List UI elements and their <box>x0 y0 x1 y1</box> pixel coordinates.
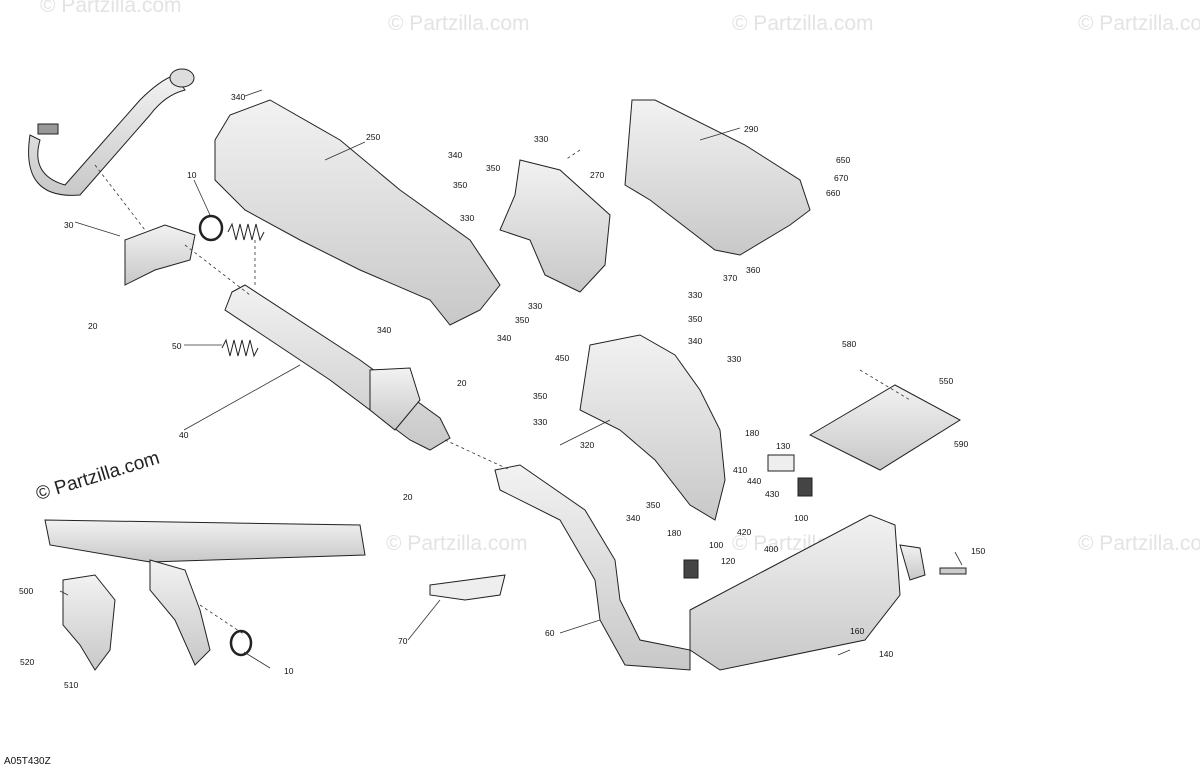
callout-label: 350 <box>688 314 702 324</box>
heat-shield-270 <box>499 159 611 293</box>
callout-label: 450 <box>555 353 569 363</box>
callout-label: 20 <box>457 378 467 388</box>
callout-label: 430 <box>765 489 779 499</box>
callout-label: 410 <box>733 465 747 475</box>
callout-label: 330 <box>528 301 542 311</box>
grommet <box>683 559 699 579</box>
gasket <box>229 629 253 657</box>
callout-label: 420 <box>737 527 751 537</box>
spring <box>227 222 265 242</box>
callout-label: 50 <box>172 341 182 351</box>
pipe-flange <box>169 68 195 88</box>
callout-label: 350 <box>646 500 660 510</box>
exhaust-manifold <box>124 224 196 286</box>
watermark: © Partzilla.com <box>386 532 528 555</box>
callout-label: 330 <box>727 354 741 364</box>
spring <box>221 338 259 358</box>
callout-label: 590 <box>954 439 968 449</box>
callout-label: 350 <box>533 391 547 401</box>
callout-label: 130 <box>776 441 790 451</box>
leader-lines <box>59 89 963 669</box>
callout-label: 340 <box>497 333 511 343</box>
callout-label: 350 <box>453 180 467 190</box>
callout-label: 500 <box>19 586 33 596</box>
lower-pipe <box>44 519 366 563</box>
o2-sensor <box>429 574 506 601</box>
callout-label: 340 <box>626 513 640 523</box>
callout-label: 10 <box>284 666 294 676</box>
heat-shield-320 <box>579 334 726 521</box>
callout-label: 290 <box>744 124 758 134</box>
callout-label: 20 <box>403 492 413 502</box>
callout-label: 180 <box>745 428 759 438</box>
guard-500 <box>62 574 116 671</box>
heat-shield <box>214 99 501 326</box>
heat-shield-290 <box>624 99 811 256</box>
callout-label: 140 <box>879 649 893 659</box>
callout-label: 350 <box>486 163 500 173</box>
pipe-clamp <box>37 123 59 135</box>
watermark: © Partzilla.com <box>1078 532 1200 555</box>
callout-label: 580 <box>842 339 856 349</box>
callout-label: 150 <box>971 546 985 556</box>
diagram-code: A05T430Z <box>4 756 51 767</box>
callout-label: 520 <box>20 657 34 667</box>
callout-label: 330 <box>688 290 702 300</box>
callout-label: 30 <box>64 220 74 230</box>
callout-label: 60 <box>545 628 555 638</box>
callout-label: 40 <box>179 430 189 440</box>
watermark: © Partzilla.com <box>388 12 530 35</box>
callout-label: 340 <box>231 92 245 102</box>
callout-label: 510 <box>64 680 78 690</box>
callout-label: 160 <box>850 626 864 636</box>
callout-label: 100 <box>709 540 723 550</box>
lower-elbow <box>149 559 211 666</box>
callout-label: 320 <box>580 440 594 450</box>
callout-label: 340 <box>377 325 391 335</box>
watermark: © Partzilla.com <box>40 0 182 17</box>
callout-label: 340 <box>448 150 462 160</box>
gasket <box>198 214 224 242</box>
grommet <box>797 477 813 497</box>
muffler-outlet <box>899 544 926 581</box>
callout-label: 340 <box>688 336 702 346</box>
callout-label: 370 <box>723 273 737 283</box>
callout-label: 550 <box>939 376 953 386</box>
bolt <box>939 567 967 575</box>
watermark: © Partzilla.com <box>1078 12 1200 35</box>
callout-label: 330 <box>534 134 548 144</box>
callout-label: 650 <box>836 155 850 165</box>
callout-label: 660 <box>826 188 840 198</box>
callout-label: 330 <box>460 213 474 223</box>
callout-label: 270 <box>590 170 604 180</box>
callout-label: 360 <box>746 265 760 275</box>
callout-label: 330 <box>533 417 547 427</box>
callout-label: 100 <box>794 513 808 523</box>
callout-label: 350 <box>515 315 529 325</box>
watermark: © Partzilla.com <box>732 12 874 35</box>
mid-pipe <box>224 284 451 451</box>
callout-label: 10 <box>187 170 197 180</box>
callout-label: 670 <box>834 173 848 183</box>
guide-lines <box>94 149 911 636</box>
front-pipe <box>28 74 186 196</box>
callout-label: 70 <box>398 636 408 646</box>
muffler <box>689 514 901 671</box>
heat-shield-550 <box>808 384 961 471</box>
callout-label: 400 <box>764 544 778 554</box>
callout-label: 20 <box>88 321 98 331</box>
pipe-bracket <box>369 367 421 431</box>
callout-label: 250 <box>366 132 380 142</box>
callout-label: 440 <box>747 476 761 486</box>
callout-label: 120 <box>721 556 735 566</box>
callout-label: 180 <box>667 528 681 538</box>
callout-labels: 340 250 30 10 20 50 40 20 20 340 350 350… <box>19 92 985 690</box>
spacer <box>767 454 795 472</box>
tail-pipe <box>494 464 691 671</box>
